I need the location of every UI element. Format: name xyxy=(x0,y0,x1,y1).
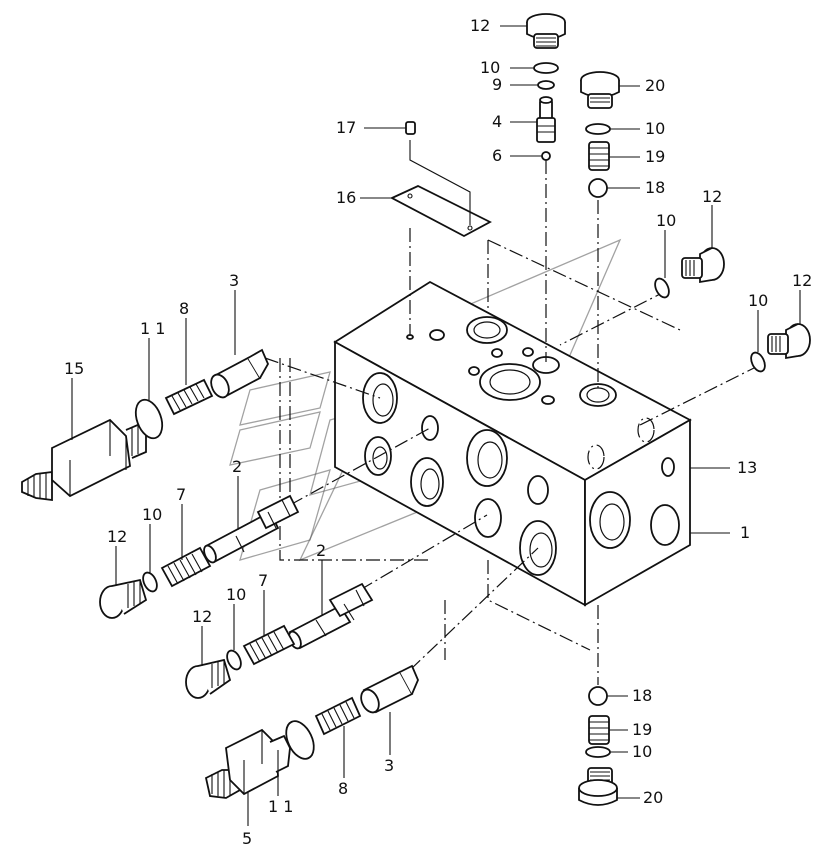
spring-7-upper xyxy=(160,546,212,588)
callout-2: 2 xyxy=(232,457,242,476)
callout-10: 10 xyxy=(748,291,768,310)
spring-8-upper xyxy=(164,378,214,416)
callout-10: 10 xyxy=(226,585,246,604)
spool-2-upper xyxy=(203,494,300,564)
callout-8: 8 xyxy=(179,299,189,318)
callout-5: 5 xyxy=(242,829,252,848)
callout-20: 20 xyxy=(643,788,663,807)
callout-18: 18 xyxy=(645,178,665,197)
o-ring-10-lower xyxy=(226,649,242,671)
callout-3: 3 xyxy=(384,756,394,775)
callout-1: 1 xyxy=(740,523,750,542)
piston-3-upper xyxy=(210,348,270,399)
callout-10: 10 xyxy=(656,211,676,230)
plug-12-mid xyxy=(99,578,148,619)
plug-20-bottom xyxy=(578,767,618,806)
callout-11: 1 1 xyxy=(140,319,165,338)
callout-10: 10 xyxy=(645,119,665,138)
spring-19-bottom xyxy=(588,715,610,745)
callout-12: 12 xyxy=(107,527,127,546)
ring-9 xyxy=(537,80,555,90)
o-ring-10-top xyxy=(533,62,559,74)
spool-4 xyxy=(536,96,556,143)
callout-11: 1 1 xyxy=(268,797,293,816)
assembly-centerlines xyxy=(264,160,761,685)
callout-18: 18 xyxy=(632,686,652,705)
callout-10: 10 xyxy=(632,742,652,761)
callout-6: 6 xyxy=(492,146,502,165)
valve-block xyxy=(333,280,692,607)
fitting-5 xyxy=(204,728,291,799)
screw-17 xyxy=(405,121,416,135)
callout-17: 17 xyxy=(336,118,356,137)
callout-20: 20 xyxy=(645,76,665,95)
callout-4: 4 xyxy=(492,112,502,131)
plug-20-top xyxy=(580,71,620,109)
callout-15: 15 xyxy=(64,359,84,378)
spring-8-lower xyxy=(314,696,362,736)
ball-18-bottom xyxy=(588,686,608,706)
spring-7-lower xyxy=(242,624,296,666)
callout-12: 12 xyxy=(792,271,812,290)
spool-2-lower xyxy=(288,582,374,650)
plug-12-top xyxy=(526,13,566,49)
callout-labels: 12 10 9 4 6 20 10 19 18 17 16 10 12 10 1… xyxy=(64,16,812,848)
o-ring-10-right-upper xyxy=(654,277,670,299)
ball-18-top xyxy=(588,178,608,198)
callout-2: 2 xyxy=(316,541,326,560)
o-ring-10-right-lower xyxy=(750,351,766,373)
callout-9: 9 xyxy=(492,75,502,94)
callout-3: 3 xyxy=(229,271,239,290)
callout-7: 7 xyxy=(258,571,268,590)
callout-10: 10 xyxy=(480,58,500,77)
o-ring-10-bottom xyxy=(585,746,611,758)
plug-12-right-lower xyxy=(767,323,811,360)
leader-lines xyxy=(71,25,801,826)
callout-13: 13 xyxy=(737,458,757,477)
callout-12: 12 xyxy=(470,16,490,35)
callout-7: 7 xyxy=(176,485,186,504)
piston-3-lower xyxy=(360,664,419,714)
spring-19-top xyxy=(588,141,610,171)
plug-12-lower xyxy=(185,658,232,699)
o-ring-10-mid xyxy=(142,571,158,593)
fitting-15 xyxy=(21,418,147,502)
o-ring-10-top-right xyxy=(585,123,611,135)
callout-19: 19 xyxy=(645,147,665,166)
callout-10: 10 xyxy=(142,505,162,524)
callout-16: 16 xyxy=(336,188,356,207)
callout-12: 12 xyxy=(192,607,212,626)
plate-16 xyxy=(389,140,492,238)
callout-19: 19 xyxy=(632,720,652,739)
ball-6 xyxy=(541,151,551,161)
plug-12-right-upper xyxy=(681,247,725,284)
callout-12: 12 xyxy=(702,187,722,206)
callout-8: 8 xyxy=(338,779,348,798)
o-ring-11-upper xyxy=(134,398,164,440)
